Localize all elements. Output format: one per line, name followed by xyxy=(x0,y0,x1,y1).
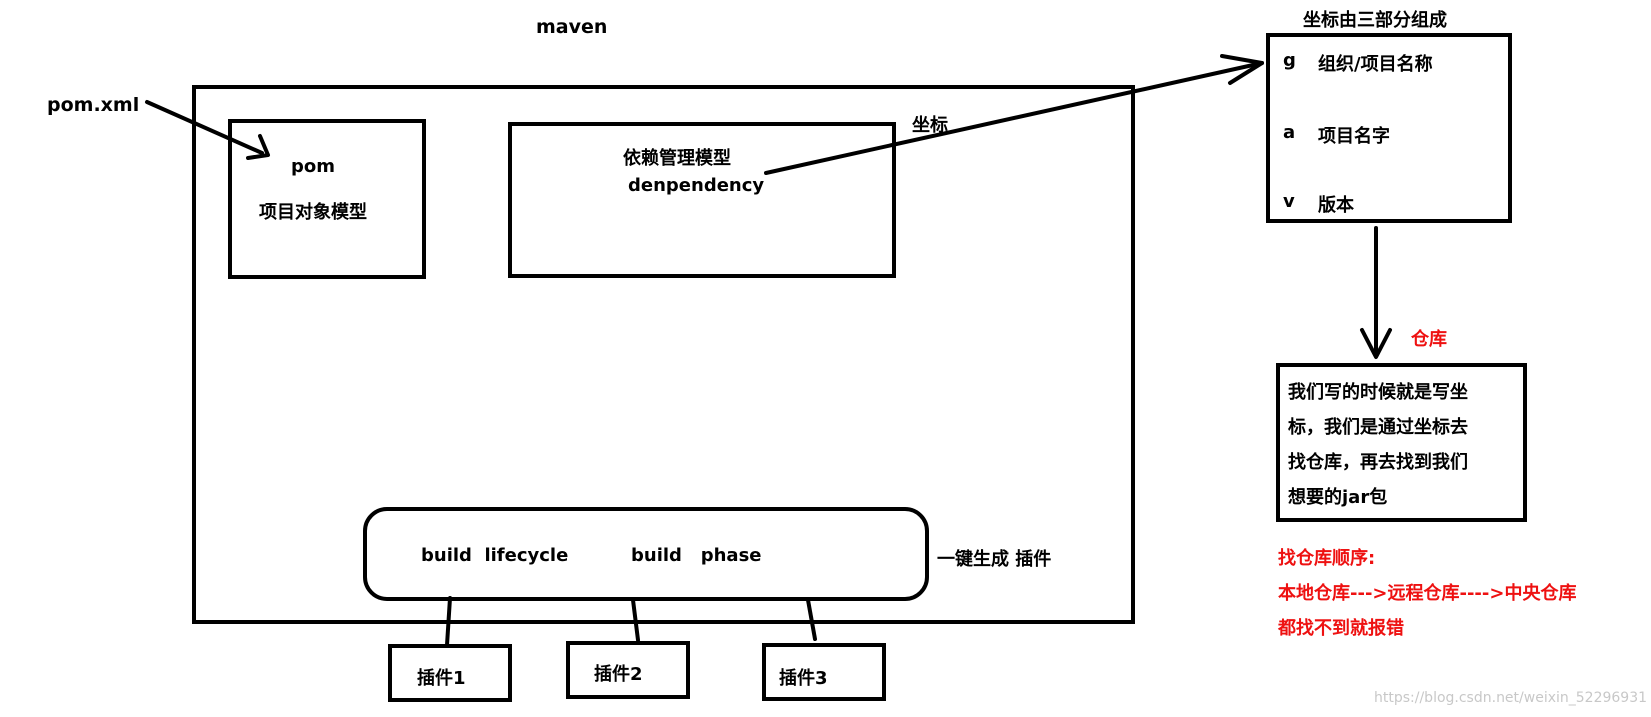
search-order-line-1: 本地仓库--->远程仓库---->中央仓库 xyxy=(1278,583,1577,604)
repository-arrow-head xyxy=(1360,328,1392,359)
coordinate-key-g: g xyxy=(1283,50,1296,71)
coordinate-value-v: 版本 xyxy=(1318,195,1354,216)
build-box xyxy=(363,507,929,601)
coordinate-arrow-head xyxy=(1220,54,1264,85)
note-line-4: 想要的jar包 xyxy=(1288,487,1388,508)
coordinate-key-v: v xyxy=(1283,191,1295,212)
build-lifecycle-label: build lifecycle xyxy=(421,545,569,566)
coordinate-label: 坐标 xyxy=(912,115,948,136)
pom-box xyxy=(228,119,426,279)
maven-frame xyxy=(192,85,1135,624)
watermark: https://blog.csdn.net/weixin_52296931 xyxy=(1374,690,1648,706)
note-line-2: 标，我们是通过坐标去 xyxy=(1288,417,1468,438)
coordinate-value-a: 项目名字 xyxy=(1318,126,1390,147)
build-phase-label: build phase xyxy=(631,545,762,566)
pom-arrow-line xyxy=(145,100,264,155)
coordinate-panel-title: 坐标由三部分组成 xyxy=(1303,10,1447,31)
plugin-box-2 xyxy=(566,641,690,699)
dependency-box-title: 依赖管理模型 xyxy=(623,148,731,169)
search-order-title: 找仓库顺序: xyxy=(1278,548,1376,569)
coordinate-value-g: 组织/项目名称 xyxy=(1318,54,1433,75)
dependency-box-subtitle: denpendency xyxy=(628,175,765,196)
pom-box-title: pom xyxy=(291,156,336,177)
pom-arrow-head xyxy=(246,134,270,160)
dependency-box xyxy=(508,122,896,278)
pom-xml-label: pom.xml xyxy=(47,94,140,116)
plugin-label-3: 插件3 xyxy=(779,668,828,689)
coordinate-key-a: a xyxy=(1283,122,1296,143)
coordinate-arrow-line xyxy=(764,61,1264,175)
note-line-1: 我们写的时候就是写坐 xyxy=(1288,382,1468,403)
plugin3-connector xyxy=(806,598,817,641)
plugin-label-1: 插件1 xyxy=(417,668,466,689)
plugin-box-1 xyxy=(388,644,512,702)
repository-label: 仓库 xyxy=(1411,329,1447,350)
search-order-line-2: 都找不到就报错 xyxy=(1278,618,1404,639)
note-box xyxy=(1276,363,1527,522)
coordinate-panel xyxy=(1266,33,1512,223)
build-side-label: 一键生成 插件 xyxy=(937,549,1052,570)
plugin-box-3 xyxy=(762,643,886,701)
diagram-title: maven xyxy=(536,16,608,38)
pom-box-subtitle: 项目对象模型 xyxy=(259,202,367,223)
note-line-3: 找仓库，再去找到我们 xyxy=(1288,452,1468,473)
plugin-label-2: 插件2 xyxy=(594,664,643,685)
